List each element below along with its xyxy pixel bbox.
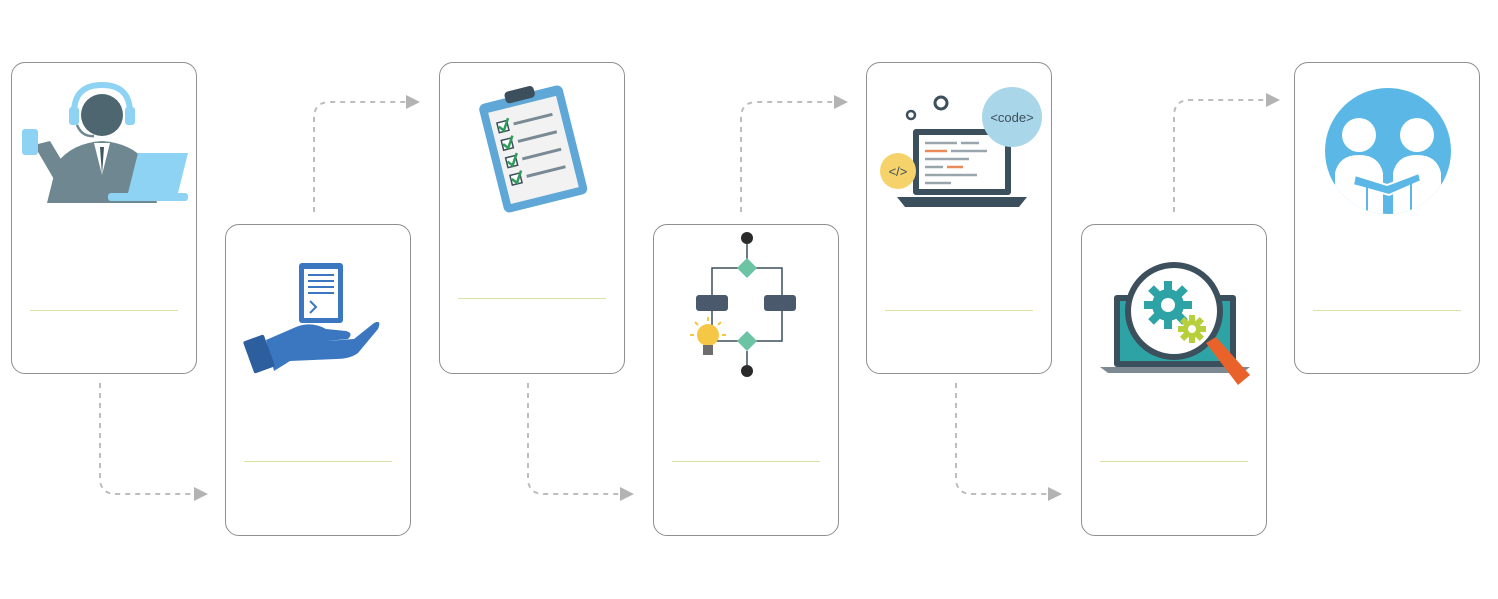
- arrowhead-1: [194, 487, 208, 501]
- step-divider: [885, 310, 1033, 311]
- connector-2-3: [313, 101, 406, 212]
- connector-1-2: [99, 383, 194, 495]
- step-card-planning: [439, 62, 625, 374]
- step-divider: [244, 461, 392, 462]
- step-divider: [1313, 310, 1461, 311]
- laptop-code-icon: <code> </>: [880, 87, 1042, 207]
- step-divider: [672, 461, 820, 462]
- arrowhead-6: [1266, 93, 1280, 107]
- step-card-delivery: [1294, 62, 1480, 374]
- magnifier-gears-icon: [1100, 262, 1250, 385]
- document-in-hand-icon: [243, 263, 380, 374]
- arrowhead-3: [620, 487, 634, 501]
- code-bubble-label: <code>: [990, 110, 1033, 125]
- connector-6-7: [1173, 99, 1266, 212]
- step-divider: [30, 310, 178, 311]
- step-card-support: [11, 62, 197, 374]
- step-divider: [1100, 461, 1248, 462]
- step-divider: [458, 298, 606, 299]
- step-card-requirements: [225, 224, 411, 536]
- handshake-icon: [1325, 88, 1451, 214]
- arrowhead-2: [406, 95, 420, 109]
- code-tag-label: </>: [889, 164, 908, 179]
- flowchart-idea-icon: [690, 232, 796, 377]
- step-card-development: <code> </>: [866, 62, 1052, 374]
- clipboard-checklist-icon: [479, 85, 588, 213]
- arrowhead-5: [1048, 487, 1062, 501]
- step-card-design: [653, 224, 839, 536]
- step-card-testing: [1081, 224, 1267, 536]
- connector-4-5: [740, 101, 834, 212]
- connector-5-6: [955, 383, 1048, 495]
- arrowhead-4: [834, 95, 848, 109]
- customer-support-icon: [22, 81, 188, 203]
- connector-3-4: [527, 383, 620, 495]
